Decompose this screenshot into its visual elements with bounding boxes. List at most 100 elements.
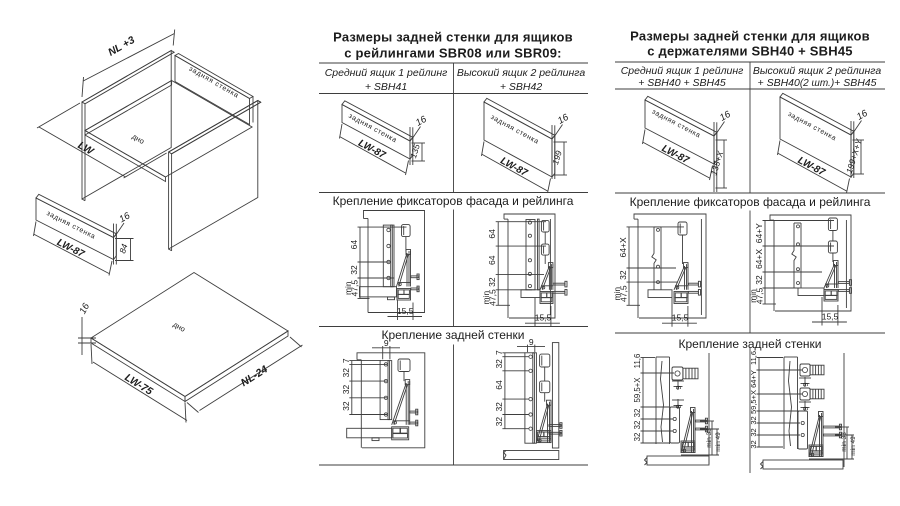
- dim-label: 32: [633, 409, 642, 418]
- backmount-drawing-holder-high: 9 9 min 33 min 49 11,6 64+Y 59,5+X 32 32…: [749, 351, 857, 470]
- dim-label: min: [481, 290, 491, 304]
- fix-drawing-holder-high: 64+Y 64+X 32 min 47,5 15,5: [748, 214, 852, 326]
- panel-thickness-label: 16: [117, 210, 132, 225]
- holder-col1-header-line1: Средний ящик 1 рейлинг: [620, 64, 744, 77]
- holder-backwall-subheading: Крепление задней стенки: [678, 337, 822, 351]
- dim-label: 32: [633, 433, 642, 442]
- dim-label: 64+Y: [749, 370, 758, 388]
- holder-fixator-subheading: Крепление фиксаторов фасада и рейлинга: [629, 195, 871, 209]
- rail-col1-header-line1: Средний ящик 1 рейлинг: [324, 67, 448, 79]
- dim-label: min 33: [841, 432, 848, 452]
- dim-label: 64+Y: [754, 223, 764, 243]
- dim-label: 32: [494, 417, 504, 427]
- holder-col2-header-part1: + SBH40: [757, 77, 800, 89]
- rail-section-title-line1: Размеры задней стенки для ящиков: [333, 29, 573, 44]
- dim-label: 9: [801, 406, 810, 410]
- rail-fixator-subheading: Крепление фиксаторов фасада и рейлинга: [332, 193, 574, 208]
- dim-label: 7: [494, 350, 504, 355]
- dim-label: 15,5: [535, 313, 552, 323]
- panel-thickness-label: 16: [855, 108, 870, 123]
- dim-label: 32: [341, 401, 351, 411]
- panel-holder-high: задняя стенка LW-87 16 199+X+Y: [777, 92, 870, 194]
- fix-drawing-holder-medium: 64+X 32 min 47,5 15,5: [612, 213, 707, 327]
- backmount-drawing-holder-medium: 9 9 min 33 min 49 11,6 59,5+X 32 32 32: [633, 353, 722, 466]
- dim-label: 64: [494, 380, 504, 390]
- dim-label: 32: [754, 275, 764, 285]
- holder-col1-header-line2: + SBH40 + SBH45: [638, 77, 726, 89]
- iso-back-wall-piece: задняя стенка LW-87 16 84: [33, 193, 134, 276]
- dim-label: min 49: [850, 436, 857, 456]
- dim-label: 7: [341, 358, 351, 363]
- rail-section-title-line2: с рейлингами SBR08 или SBR09:: [344, 45, 562, 60]
- dim-label: 64: [487, 229, 497, 239]
- bottom-panel-label: дно: [130, 132, 146, 146]
- dim-label: min 49: [715, 432, 722, 452]
- dim-label: 47,5: [350, 280, 360, 297]
- dim-label: 32: [487, 277, 497, 287]
- dim-label: 64+X: [754, 249, 764, 269]
- dim-label: 11,6: [749, 351, 758, 365]
- rail-col2-header-line1: Высокий ящик 2 рейлинга: [456, 67, 586, 79]
- rail-col1-header-line2: + SBH41: [364, 81, 408, 93]
- dim-label: min 33: [706, 428, 713, 448]
- dim-label: 32: [749, 440, 758, 448]
- holder-col2-header-line2: + SBH40(2 шт.)+ SBH45: [758, 77, 877, 89]
- panel-face-label: задняя стенка: [787, 111, 838, 143]
- panel-face-label: задняя стенка: [45, 210, 96, 241]
- dim-label: 59,5+X: [749, 390, 758, 414]
- panel-thickness-label: 16: [718, 109, 733, 124]
- panel-face-label: задняя стенка: [347, 113, 398, 145]
- dim-label: 32: [618, 270, 628, 280]
- panel-thickness-label: 16: [556, 112, 571, 127]
- panel-height-label: 135: [408, 143, 422, 160]
- dim-label: 32: [341, 385, 351, 395]
- dim-label: 11,6: [633, 354, 642, 369]
- lw75-dim-label: LW-75: [122, 371, 154, 397]
- section-rules: [319, 61, 885, 473]
- dim-label: 32: [341, 368, 351, 378]
- holder-col2-header-line1: Высокий ящик 2 рейлинга: [752, 64, 882, 77]
- bottom-piece-label: дно: [171, 320, 186, 334]
- dim-label: 32: [749, 416, 758, 424]
- panel-height-label: 199: [550, 149, 564, 166]
- rail-backwall-subheading: Крепление задней стенки: [381, 328, 525, 342]
- holder-col2-header-part3: + SBH45: [834, 77, 877, 89]
- dim-label: min: [748, 289, 758, 303]
- fix-drawing-rail-medium: 64 32 min 47,5 15,5: [343, 210, 425, 320]
- panel-thickness-label: 16: [414, 114, 429, 129]
- dim-label: 47,5: [619, 285, 629, 302]
- dim-label: 47,5: [755, 287, 765, 304]
- dim-label: 15,5: [822, 312, 839, 322]
- holder-col2-header-part2: (2 шт.): [799, 78, 835, 89]
- backmount-drawing-rail-medium: 9 7 32 32 32: [341, 338, 426, 449]
- dim-label: 9: [529, 337, 534, 347]
- panel-height-label: 84: [117, 242, 129, 254]
- panel-width-label: LW-87: [55, 237, 86, 260]
- dim-label: min: [343, 281, 353, 295]
- dim-label: 64: [349, 240, 359, 250]
- rail-col2-header-line2: + SBH42: [499, 81, 543, 93]
- dim-label: 9: [801, 382, 810, 386]
- dim-label: 32: [494, 359, 504, 369]
- dim-label: min: [612, 287, 622, 301]
- dim-label: 9: [674, 404, 683, 408]
- panel-rail-medium: задняя стенка LW-87 16 135: [339, 100, 429, 176]
- dim-label: 32: [494, 402, 504, 412]
- dim-label: 9: [674, 385, 683, 389]
- dim-label: 9: [384, 338, 389, 348]
- holder-section-title-line1: Размеры задней стенки для ящиков: [630, 28, 870, 43]
- dim-label: 64+X: [618, 237, 628, 257]
- nl24-dim-label: NL-24: [239, 363, 270, 389]
- iso-bottom-panel-piece: дно LW-75 NL-24 16: [77, 271, 303, 423]
- panel-width-label: LW-87: [498, 156, 529, 180]
- dim-label: 15,5: [672, 313, 689, 323]
- dim-label: 32: [749, 428, 758, 436]
- dim-label: 32: [349, 265, 359, 275]
- dim-label: 64: [487, 255, 497, 265]
- panel-width-label: LW-87: [660, 143, 691, 166]
- panel-width-label: LW-87: [356, 138, 387, 162]
- backmount-drawing-rail-high: 9 7 32 64 32 32: [494, 337, 563, 460]
- panel-width-label: LW-87: [796, 155, 827, 179]
- fix-drawing-rail-high: 64 64 32 min 47,5 15,5: [481, 213, 568, 327]
